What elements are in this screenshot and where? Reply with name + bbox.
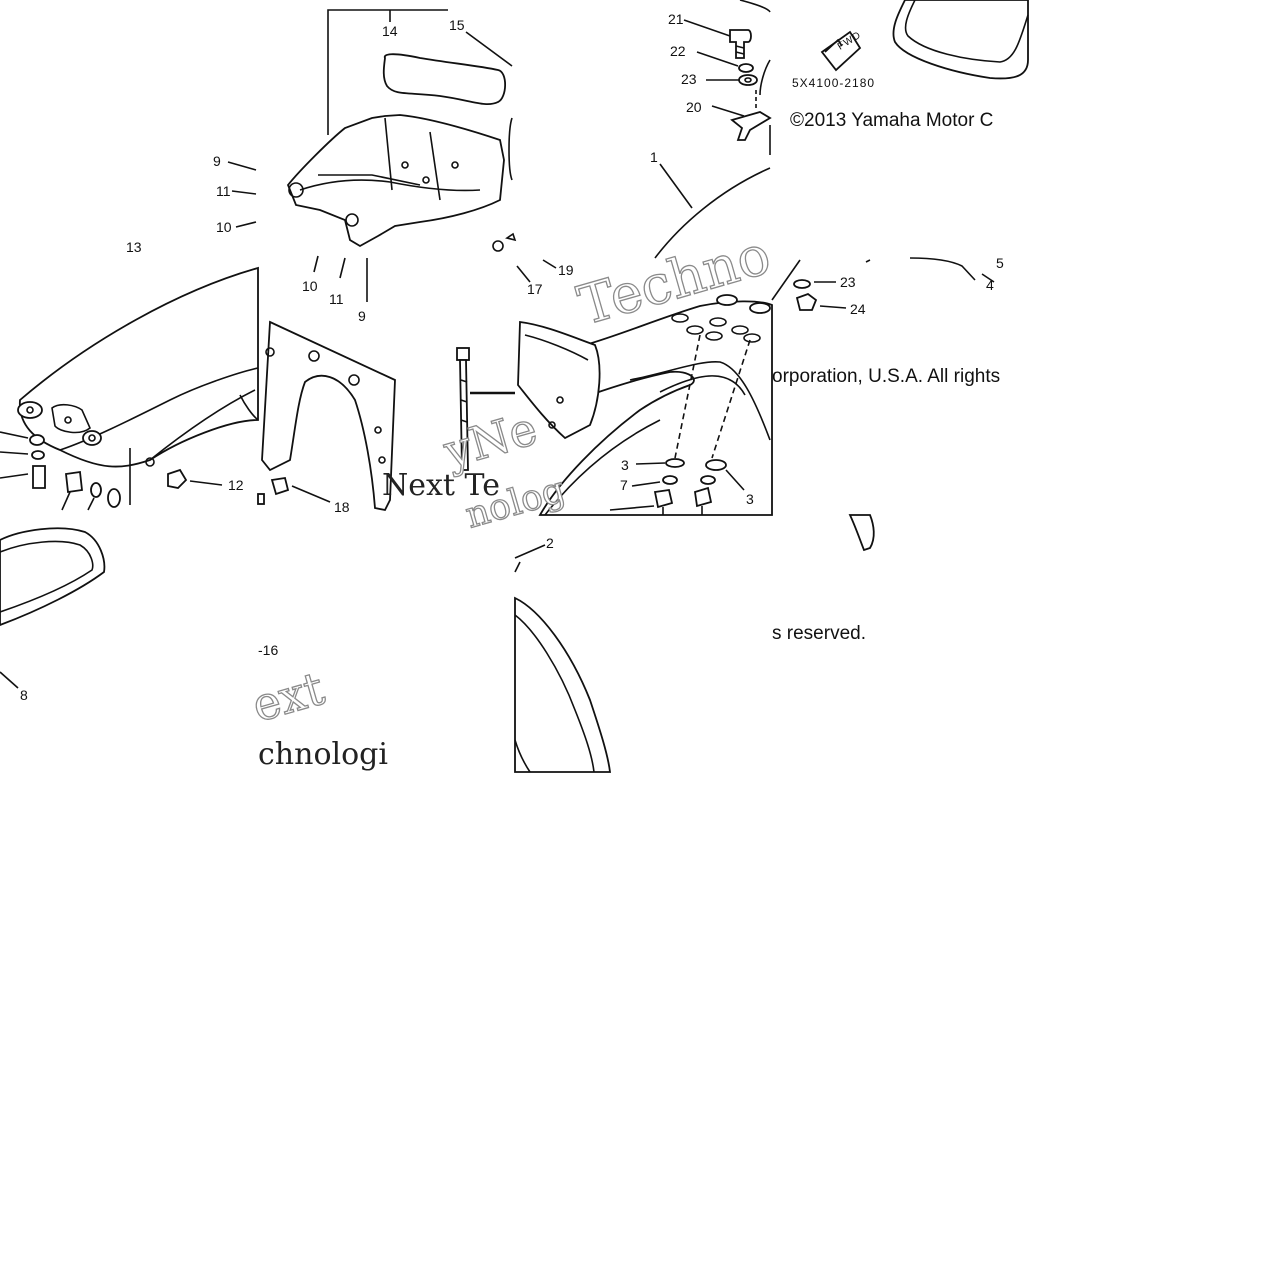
callout-21: 21: [668, 11, 684, 27]
callout-12: 12: [228, 477, 244, 493]
callout-17: 17: [527, 281, 543, 297]
copyright-fragment-2: orporation, U.S.A. All rights: [772, 366, 1000, 387]
mud-flap-part: [517, 320, 601, 440]
svg-text:Next Te: Next Te: [382, 468, 500, 503]
mount-plate-part: [261, 320, 396, 512]
copyright-fragment-3: s reserved.: [772, 623, 866, 644]
callout-19: 19: [558, 262, 574, 278]
callout-16: -16: [258, 642, 278, 658]
tile-top-middle: 14 15 10 11 9: [286, 9, 517, 324]
callout-14: 14: [382, 23, 398, 39]
callout-15: 15: [449, 17, 465, 33]
callout-9: 9: [213, 153, 221, 169]
callout-10-lower: 10: [302, 278, 318, 294]
callout-23: 23: [681, 71, 697, 87]
callout-3: 3: [621, 457, 629, 473]
callout-7: 7: [620, 477, 628, 493]
callout-18: 18: [334, 499, 350, 515]
tile-middle-center: 18: [239, 320, 515, 515]
copyright-fragment-1: ©2013 Yamaha Motor C: [790, 110, 993, 131]
tile-top-right: 21 22 23 20 1 19 17: [516, 0, 772, 297]
seat-cushion-part: [892, 0, 1029, 80]
callout-2: 2: [546, 535, 554, 551]
fwd-sticker: FWD: [820, 30, 863, 72]
callout-8: 8: [20, 687, 28, 703]
tile-bottom-far-right: [848, 514, 875, 552]
tile-bottom-right: 2: [514, 535, 612, 773]
fender-lower-part: [514, 596, 612, 773]
svg-text:chnologi: chnologi: [258, 737, 388, 772]
callout-11-lower: 11: [329, 291, 344, 307]
callout-22: 22: [670, 43, 686, 59]
callout-11: 11: [216, 183, 231, 199]
rear-fender-13-part: [19, 266, 259, 468]
callout-1: 1: [650, 149, 658, 165]
tile-top-left: 13 9 11 10: [126, 153, 257, 255]
bolt-21-part: [729, 29, 752, 59]
callout-24: 24: [850, 301, 866, 317]
tile-bottom-center: -16: [258, 642, 278, 658]
tile-middle-left: 12: [0, 266, 259, 511]
tile-top-far-right: FWD 5X4100-2180: [792, 0, 1029, 90]
callout-20: 20: [686, 99, 702, 115]
callout-9-lower: 9: [358, 308, 366, 324]
tile-bottom-left: 8: [0, 527, 106, 703]
tile-middle-right: 3 3 7: [517, 294, 773, 516]
callout-10: 10: [216, 219, 232, 235]
svg-text:ext: ext: [246, 661, 330, 733]
callout-23-right: 23: [840, 274, 856, 290]
part-code-label: 5X4100-2180: [792, 76, 875, 90]
grab-handle-part: [382, 53, 507, 106]
callout-13: 13: [126, 239, 142, 255]
side-cover-8-part: [0, 527, 106, 626]
callout-3-right: 3: [746, 491, 754, 507]
tile-middle-far-right: 5 4 23 24: [771, 255, 1004, 317]
callout-4: 4: [986, 277, 994, 293]
callout-5: 5: [996, 255, 1004, 271]
